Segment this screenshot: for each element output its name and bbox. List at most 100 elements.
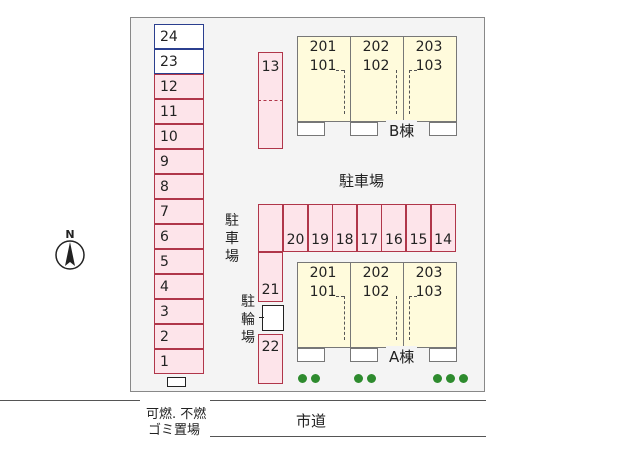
parking-slot-19: 19 <box>307 204 333 252</box>
slot-number: 1 <box>160 353 169 370</box>
bike-parking-tick <box>259 317 264 318</box>
slot-number: 2 <box>160 328 169 345</box>
slot-number: 15 <box>409 232 428 248</box>
slot-number: 21 <box>261 282 280 298</box>
road-edge-bottom <box>210 436 486 437</box>
tree <box>354 374 363 383</box>
stair-line <box>409 296 410 340</box>
garbage-box <box>167 377 186 387</box>
slot-number: 4 <box>160 278 169 295</box>
parking-slot-22: 22 <box>258 334 283 384</box>
parking-slot-17: 17 <box>356 204 382 252</box>
unit-a-201: 201 <box>309 265 337 281</box>
slot-divider <box>258 100 283 101</box>
north-arrow: N <box>53 228 87 272</box>
stair-line <box>336 70 344 71</box>
unit-b-103: 103 <box>415 58 443 74</box>
road-label: 市道 <box>296 412 327 430</box>
unit-a-101: 101 <box>309 284 337 300</box>
north-label: N <box>65 228 75 241</box>
unit-divider <box>350 262 351 348</box>
slot-number: 20 <box>286 232 305 248</box>
slot-number: 10 <box>160 128 178 145</box>
bike-parking-char: 駐 <box>241 294 255 310</box>
unit-b-203: 203 <box>415 39 443 55</box>
unit-a-102: 102 <box>362 284 390 300</box>
building-a <box>297 262 457 348</box>
stair-line <box>409 296 417 297</box>
unit-b-102: 102 <box>362 58 390 74</box>
parking-slot-6: 6 <box>154 224 204 249</box>
slot-number: 7 <box>160 203 169 220</box>
tree <box>446 374 455 383</box>
slot-number: 16 <box>384 232 403 248</box>
parking-slot-23: 23 <box>154 49 204 74</box>
parking-slot-7: 7 <box>154 199 204 224</box>
parking-slot-15: 15 <box>406 204 431 252</box>
bike-parking-label: 駐 輪 場 <box>240 293 256 347</box>
garbage-label-1: 可燃. 不燃 <box>146 407 207 422</box>
tree <box>433 374 442 383</box>
parking-slot-4: 4 <box>154 274 204 299</box>
road-edge-top <box>210 400 486 401</box>
unit-a-103: 103 <box>415 284 443 300</box>
parking-side-label: 駐 車 場 <box>224 212 240 266</box>
slot-number: 23 <box>160 53 178 70</box>
entrance-step <box>429 348 457 362</box>
stair-line <box>409 70 410 114</box>
slot-number: 12 <box>160 78 178 95</box>
parking-slot-corner <box>258 204 283 252</box>
parking-side-char: 駐 <box>225 213 239 229</box>
parking-slot-20: 20 <box>283 204 308 252</box>
parking-slot-9: 9 <box>154 149 204 174</box>
building-b <box>297 36 457 122</box>
slot-number: 6 <box>160 228 169 245</box>
slot-number: 17 <box>360 232 379 248</box>
slot-number: 19 <box>311 232 329 248</box>
unit-a-203: 203 <box>415 265 443 281</box>
slot-number: 24 <box>160 28 178 45</box>
parking-slot-18: 18 <box>332 204 358 252</box>
garbage-label-2: ゴミ置場 <box>148 423 201 438</box>
stair-line <box>409 70 417 71</box>
entrance-step <box>297 122 325 136</box>
parking-slot-14: 14 <box>430 204 456 252</box>
stair-line <box>344 70 345 114</box>
bike-parking-box <box>262 305 284 331</box>
stair-line <box>336 296 344 297</box>
parking-slot-11: 11 <box>154 99 204 124</box>
slot-number: 3 <box>160 303 169 320</box>
unit-divider <box>403 36 404 122</box>
stair-line <box>396 70 397 114</box>
parking-slot-21: 21 <box>258 252 283 302</box>
entrance-step <box>297 348 325 362</box>
unit-a-202: 202 <box>362 265 390 281</box>
unit-b-101: 101 <box>309 58 337 74</box>
parking-slot-2: 2 <box>154 324 204 349</box>
parking-slot-5: 5 <box>154 249 204 274</box>
parking-slot-16: 16 <box>381 204 407 252</box>
slot-number: 14 <box>434 232 452 248</box>
building-a-label: A棟 <box>386 346 418 367</box>
unit-b-201: 201 <box>309 39 337 55</box>
tree <box>311 374 320 383</box>
tree <box>367 374 376 383</box>
compass-icon <box>55 240 85 270</box>
tree <box>298 374 307 383</box>
parking-slot-24: 24 <box>154 24 204 49</box>
bike-parking-char: 場 <box>241 330 255 346</box>
parking-side-char: 場 <box>225 249 239 265</box>
parking-main-label: 駐車場 <box>339 172 385 190</box>
slot-number: 13 <box>261 59 280 75</box>
parking-slot-1: 1 <box>154 349 204 374</box>
slot-number: 5 <box>160 253 169 270</box>
building-b-label: B棟 <box>386 120 418 141</box>
entrance-step <box>350 348 378 362</box>
slot-number: 11 <box>160 103 178 120</box>
slot-number: 8 <box>160 178 169 195</box>
entrance-step <box>429 122 457 136</box>
parking-side-char: 車 <box>225 231 239 247</box>
slot-number: 9 <box>160 153 169 170</box>
slot-number: 18 <box>335 232 354 248</box>
tree <box>459 374 468 383</box>
